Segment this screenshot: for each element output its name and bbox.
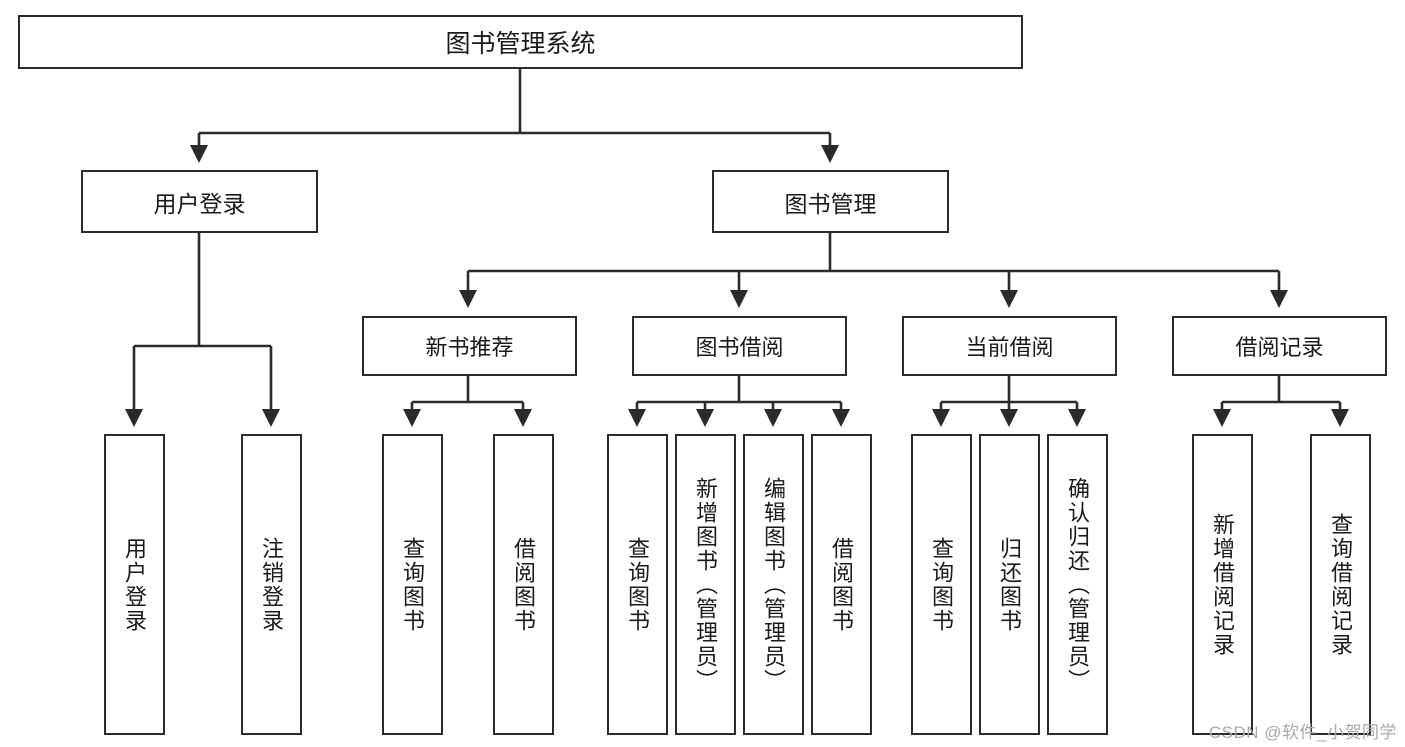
node-label: 图书管理 [784, 190, 877, 217]
node-root-system[interactable]: 图书管理系统 [18, 15, 1023, 69]
node-leaf-confirm-return[interactable]: 确认归还（管理员） [1047, 434, 1108, 735]
node-label: 图书管理系统 [445, 30, 596, 58]
node-label: 当前借阅 [965, 335, 1054, 360]
node-label: 用户登录 [122, 536, 148, 633]
node-label: 查询图书 [400, 536, 426, 633]
node-leaf-borrow-book-2[interactable]: 借阅图书 [811, 434, 872, 735]
node-label: 借阅图书 [511, 536, 537, 633]
node-label: 查询图书 [929, 536, 955, 633]
node-leaf-borrow-book-1[interactable]: 借阅图书 [493, 434, 554, 735]
node-leaf-add-record[interactable]: 新增借阅记录 [1192, 434, 1253, 735]
node-label: 归还图书 [997, 536, 1023, 633]
node-leaf-edit-book[interactable]: 编辑图书（管理员） [743, 434, 804, 735]
node-user-login[interactable]: 用户登录 [81, 170, 318, 233]
node-leaf-query-book-2[interactable]: 查询图书 [607, 434, 668, 735]
node-leaf-user-login[interactable]: 用户登录 [104, 434, 165, 735]
node-leaf-add-book[interactable]: 新增图书（管理员） [675, 434, 736, 735]
node-label: 确认归还（管理员） [1065, 476, 1091, 693]
node-leaf-query-book-3[interactable]: 查询图书 [911, 434, 972, 735]
node-label: 图书借阅 [695, 335, 784, 360]
node-label: 新增借阅记录 [1210, 512, 1236, 657]
node-leaf-query-record[interactable]: 查询借阅记录 [1310, 434, 1371, 735]
node-leaf-logout[interactable]: 注销登录 [241, 434, 302, 735]
node-leaf-return-book[interactable]: 归还图书 [979, 434, 1040, 735]
node-label: 借阅图书 [829, 536, 855, 633]
node-label: 用户登录 [153, 190, 246, 217]
node-borrow-record[interactable]: 借阅记录 [1172, 316, 1387, 376]
watermark-text: CSDN @软件_小贺同学 [1208, 723, 1397, 742]
node-label: 编辑图书（管理员） [761, 476, 787, 693]
node-book-manage[interactable]: 图书管理 [712, 170, 949, 233]
node-label: 查询借阅记录 [1328, 512, 1354, 657]
node-book-borrow[interactable]: 图书借阅 [632, 316, 847, 376]
node-label: 注销登录 [259, 536, 285, 633]
node-label: 借阅记录 [1235, 335, 1324, 360]
node-leaf-query-book-1[interactable]: 查询图书 [382, 434, 443, 735]
node-label: 新书推荐 [425, 335, 514, 360]
node-label: 新增图书（管理员） [693, 476, 719, 693]
node-current-borrow[interactable]: 当前借阅 [902, 316, 1117, 376]
node-label: 查询图书 [625, 536, 651, 633]
node-new-book-rec[interactable]: 新书推荐 [362, 316, 577, 376]
